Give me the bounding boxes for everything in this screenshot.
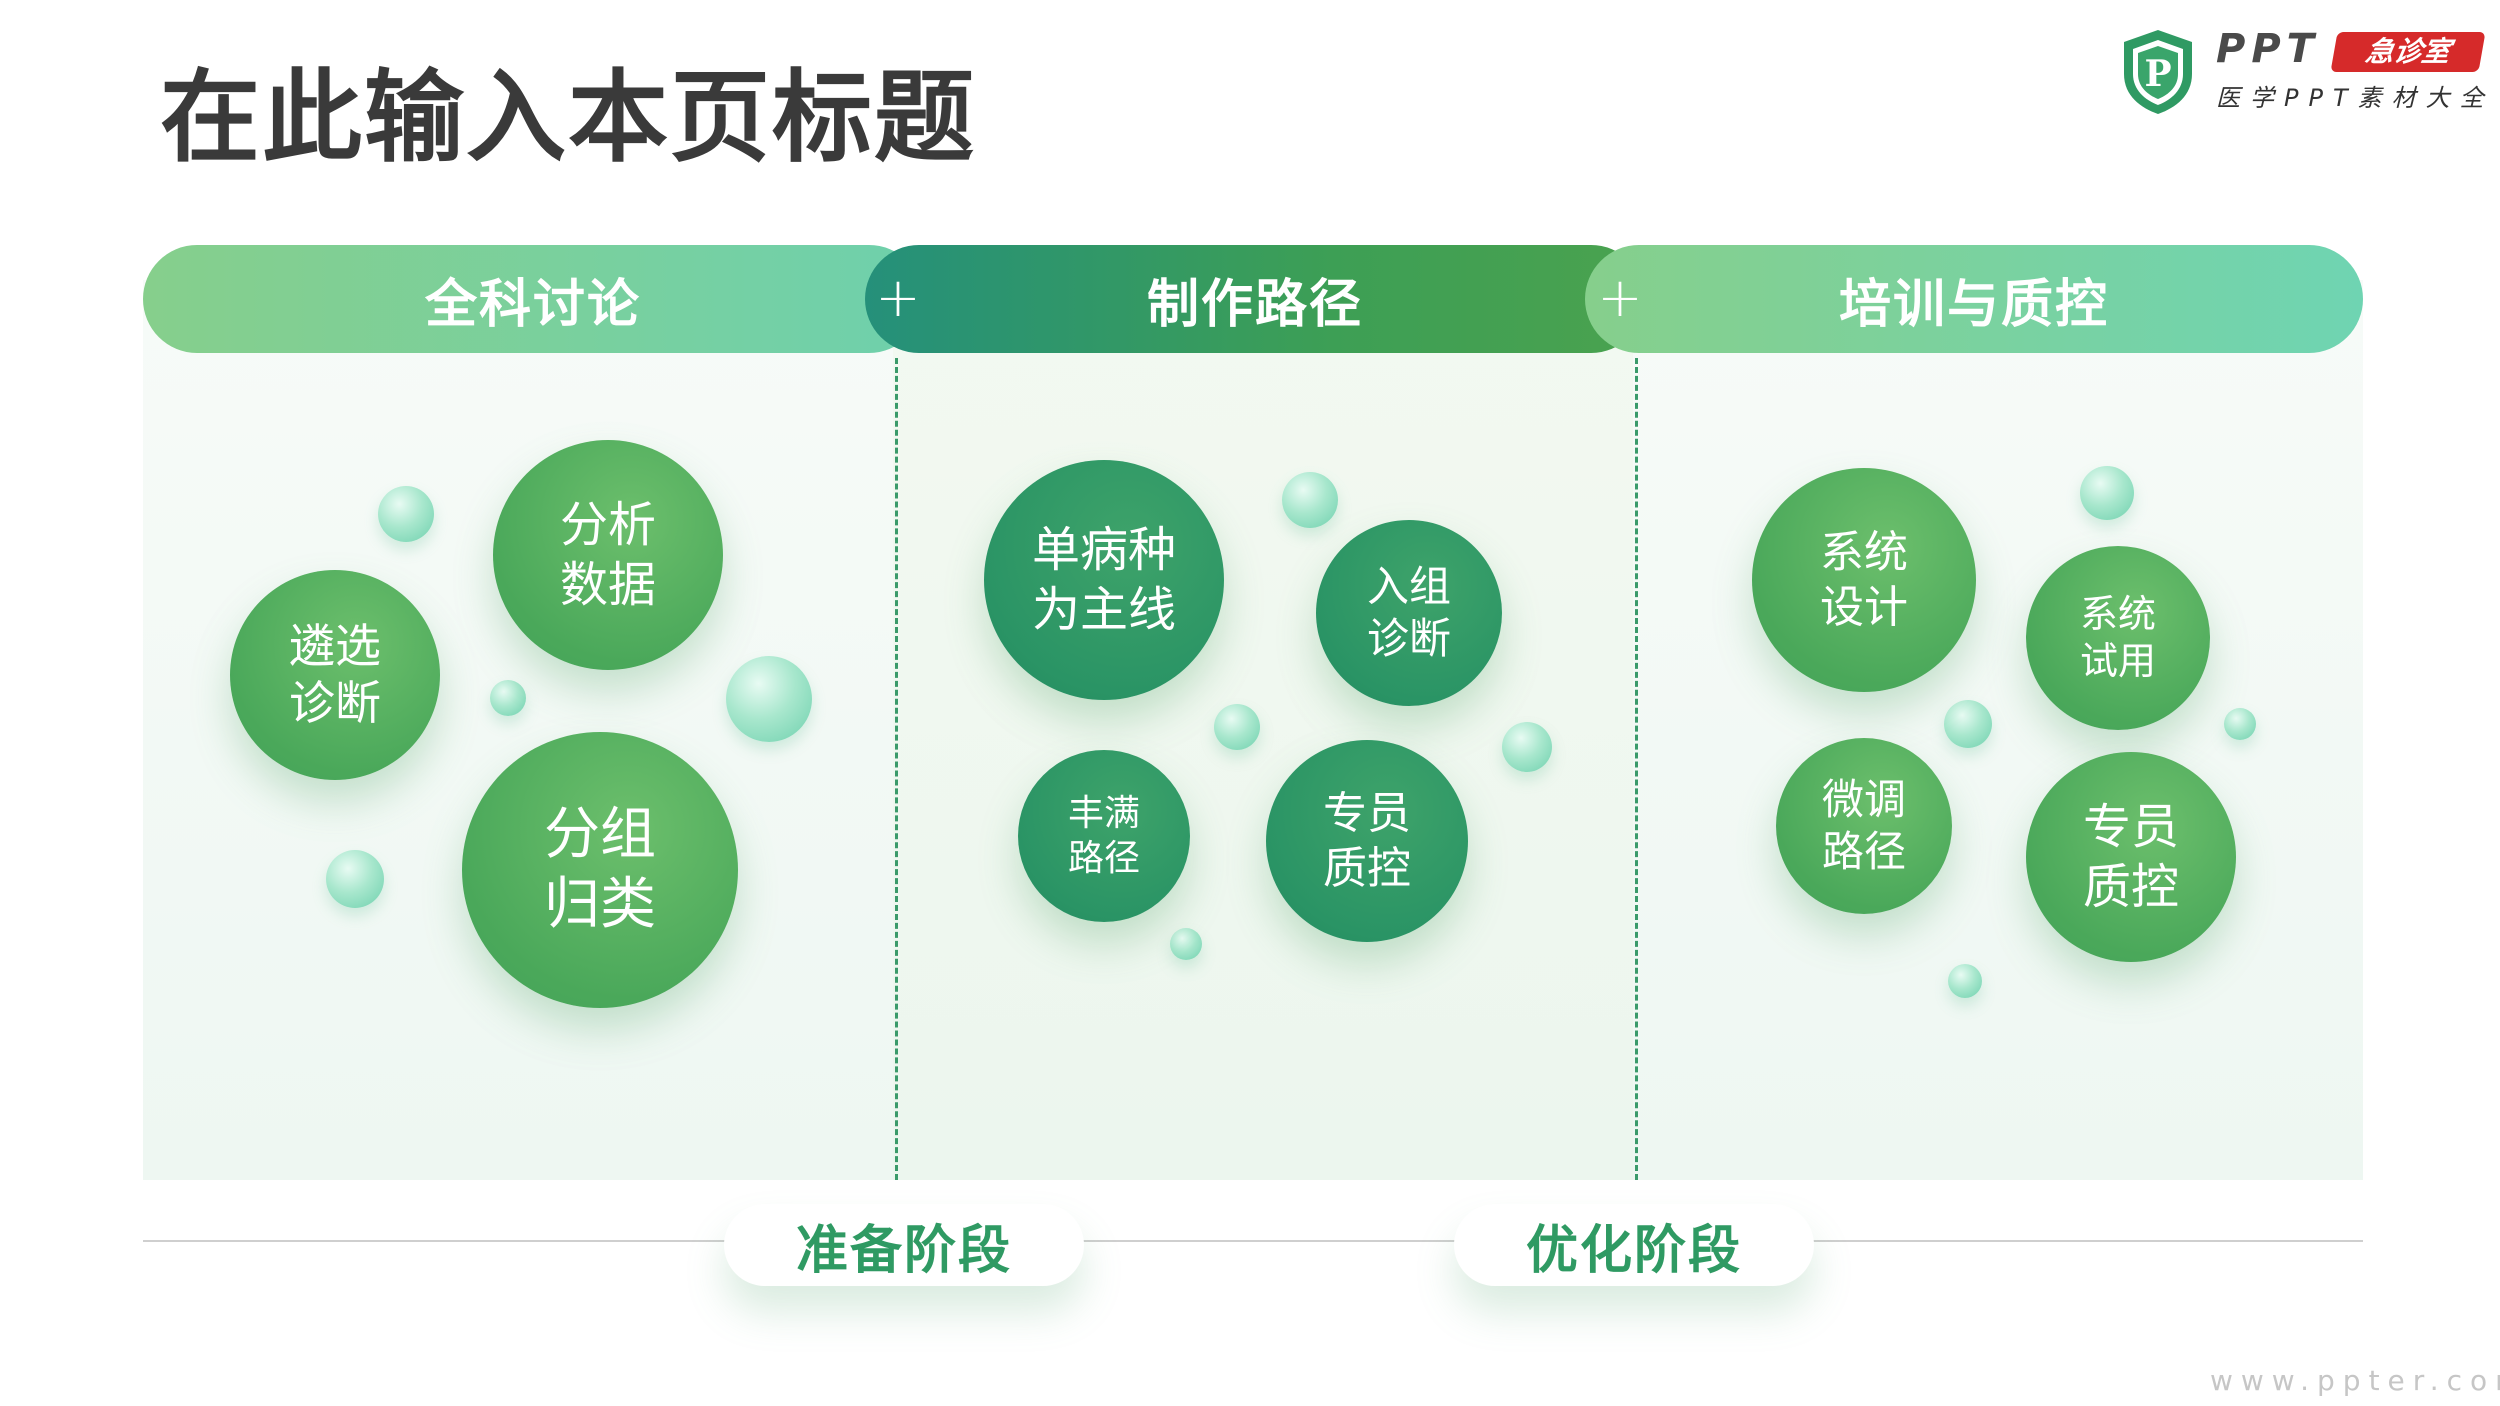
logo-ppt-text: PPT <box>2216 26 2320 72</box>
decor-dot <box>726 656 812 742</box>
column-header-1: 全科讨论 <box>143 245 923 353</box>
bubble-enrollment-diagnosis: 入组 诊断 <box>1316 520 1502 706</box>
plus-icon: + <box>1597 266 1643 329</box>
svg-text:P: P <box>2144 53 2171 95</box>
column-header-2: 制作路径 <box>865 245 1645 353</box>
logo-subtitle: 医学PPT素材大全 <box>2216 84 2494 112</box>
column-divider <box>1635 358 1638 1180</box>
logo-badge: 急诊室 <box>2330 32 2486 72</box>
plus-icon: + <box>875 266 921 329</box>
bubble-screen-diagnosis: 遴选 诊断 <box>230 570 440 780</box>
bubble-group-classify: 分组 归类 <box>462 732 738 1008</box>
timeline-line <box>143 1240 2363 1242</box>
decor-dot <box>2080 466 2134 520</box>
logo: P PPT 急诊室 医学PPT素材大全 <box>2120 22 2486 122</box>
decor-dot <box>1944 700 1992 748</box>
page-title: 在此输入本页标题 <box>160 59 976 176</box>
bubble-system-trial: 系统 试用 <box>2026 546 2210 730</box>
decor-dot <box>1170 928 1202 960</box>
decor-dot <box>1502 722 1552 772</box>
bubble-single-disease: 单病种 为主线 <box>984 460 1224 700</box>
decor-dot <box>378 486 434 542</box>
column-divider <box>895 358 898 1180</box>
bubble-enrich-path: 丰满 路径 <box>1018 750 1190 922</box>
bubble-specialist-qc: 专员 质控 <box>2026 752 2236 962</box>
decor-dot <box>1282 472 1338 528</box>
decor-dot <box>2224 708 2256 740</box>
decor-dot <box>326 850 384 908</box>
shield-icon: P <box>2124 30 2192 114</box>
footer-watermark: www.ppter.com <box>2210 1364 2500 1397</box>
bubble-system-design: 系统 设计 <box>1752 468 1976 692</box>
decor-dot <box>490 680 526 716</box>
bubble-analyze-data: 分析 数据 <box>493 440 723 670</box>
stage-label-optimize: 优化阶段 <box>1454 1204 1814 1286</box>
column-header-3: 培训与质控 <box>1585 245 2363 353</box>
decor-dot <box>1214 704 1260 750</box>
decor-dot <box>1948 964 1982 998</box>
stage-label-prepare: 准备阶段 <box>724 1204 1084 1286</box>
bubble-specialist-qc: 专员 质控 <box>1266 740 1468 942</box>
bubble-fine-tune-path: 微调 路径 <box>1776 738 1952 914</box>
